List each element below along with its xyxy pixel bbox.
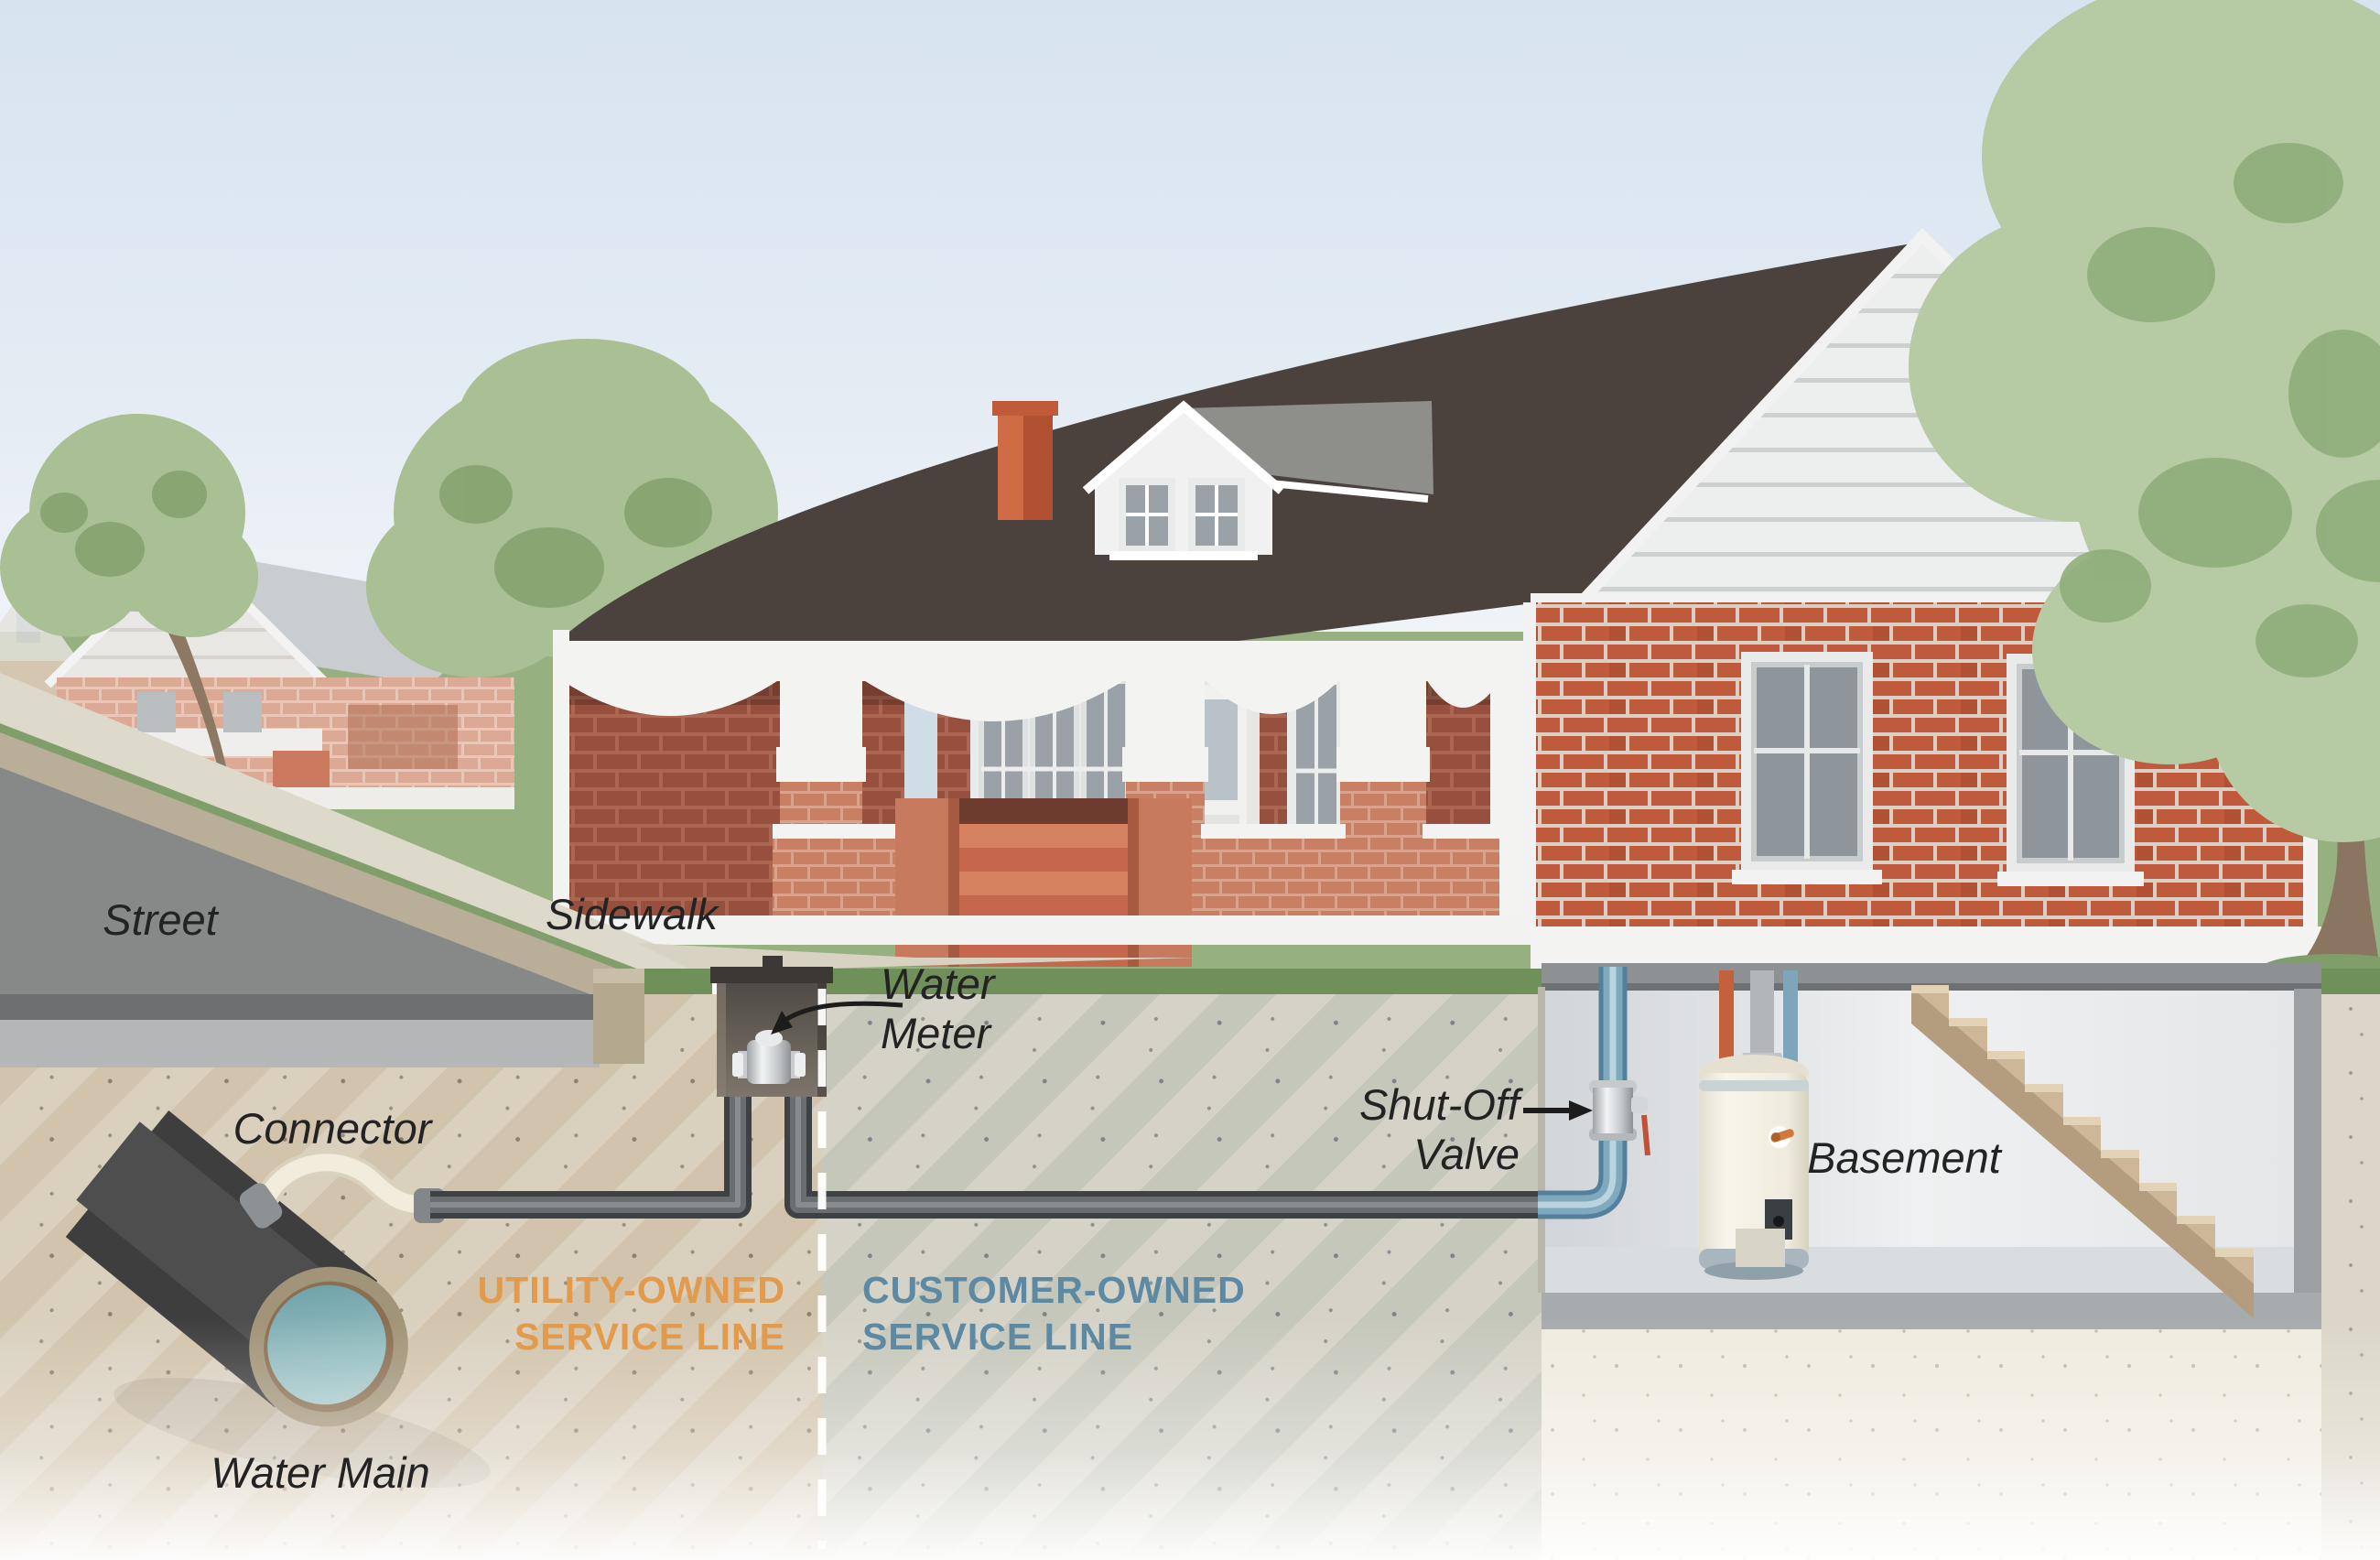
water-meter-device [732, 1030, 806, 1084]
connector-pipe [239, 1150, 445, 1229]
water-meter-label-line2: Meter [881, 1009, 991, 1057]
shut-off-valve-arrow [1523, 1100, 1593, 1121]
bottom-fade [0, 1318, 2380, 1560]
flue-pipe [1750, 970, 1774, 1053]
customer-service-pipe-underground [784, 1073, 1542, 1219]
customer-label-line1: CUSTOMER-OWNED [862, 1269, 1246, 1311]
grass-edge-right [2321, 969, 2380, 994]
shut-off-valve-label-line2: Valve [1413, 1130, 1520, 1178]
customer-owned-service-line-label: CUSTOMER-OWNED SERVICE LINE [862, 1267, 1338, 1360]
cold-water-pipe [1783, 970, 1798, 1073]
porch-frieze [553, 641, 1531, 926]
valve-handle [1641, 1114, 1650, 1156]
dormer-window [1119, 478, 1245, 553]
grass-edge-mid [826, 969, 1542, 994]
staircase [1911, 985, 2254, 1318]
grass-edge-left [644, 969, 712, 994]
water-meter-label: Water Meter [881, 959, 1119, 1058]
shut-off-valve-label-line1: Shut-Off [1358, 1080, 1520, 1129]
foundation [1531, 926, 2321, 969]
water-main-label: Water Main [211, 1448, 430, 1497]
wing-window-1 [1732, 652, 1882, 884]
dormer [1082, 400, 1433, 560]
big-tree [1909, 0, 2380, 983]
utility-owned-service-line-label: UTILITY-OWNED SERVICE LINE [394, 1267, 785, 1360]
utility-service-pipe [430, 1073, 752, 1219]
customer-label-line2: SERVICE LINE [862, 1316, 1134, 1358]
hot-water-pipe [1719, 970, 1734, 1073]
basement-right-wall [2294, 989, 2321, 1329]
street-label: Street [103, 895, 218, 944]
street-tree-1 [0, 414, 260, 845]
street-cross-section [0, 969, 644, 1067]
basement-floor [1542, 1247, 2294, 1293]
connector-label: Connector [233, 1104, 432, 1153]
sidewalk-surface [0, 673, 723, 972]
interior-riser-pipe [1538, 967, 1628, 1219]
porch-base [553, 915, 1531, 945]
heater-burner-panel [1736, 1229, 1785, 1267]
basement-label: Basement [1807, 1133, 2001, 1182]
utility-label-line2: SERVICE LINE [514, 1316, 785, 1358]
water-meter-arrow [771, 1001, 903, 1035]
water-meter-label-line1: Water [881, 959, 995, 1008]
shut-off-valve-device [1589, 1080, 1650, 1156]
verge-grass [0, 723, 646, 978]
chimney [992, 401, 1058, 520]
water-heater [1699, 970, 1809, 1280]
sidewalk-label: Sidewalk [545, 890, 719, 938]
curb [0, 732, 641, 998]
shut-off-valve-label: Shut-Off Valve [1300, 1080, 1520, 1179]
utility-label-line1: UTILITY-OWNED [477, 1269, 785, 1311]
heater-drain-valve [1769, 1126, 1794, 1148]
